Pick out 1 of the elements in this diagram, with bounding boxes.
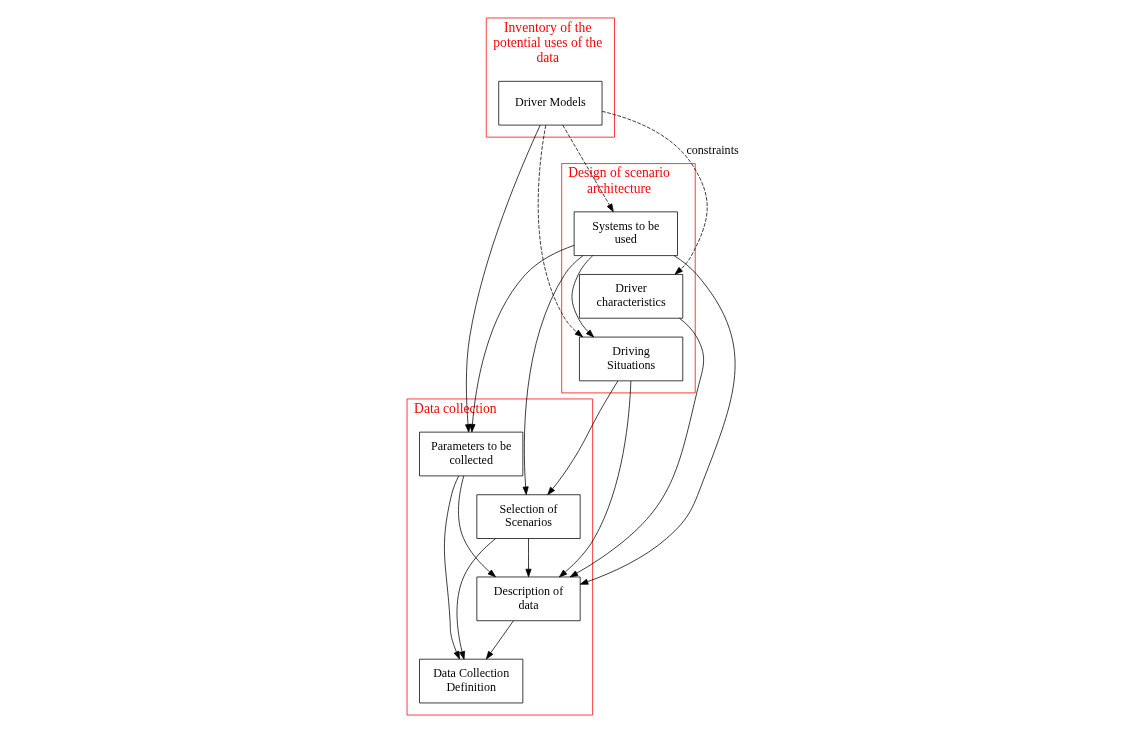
edge-label: constraints	[686, 142, 739, 157]
